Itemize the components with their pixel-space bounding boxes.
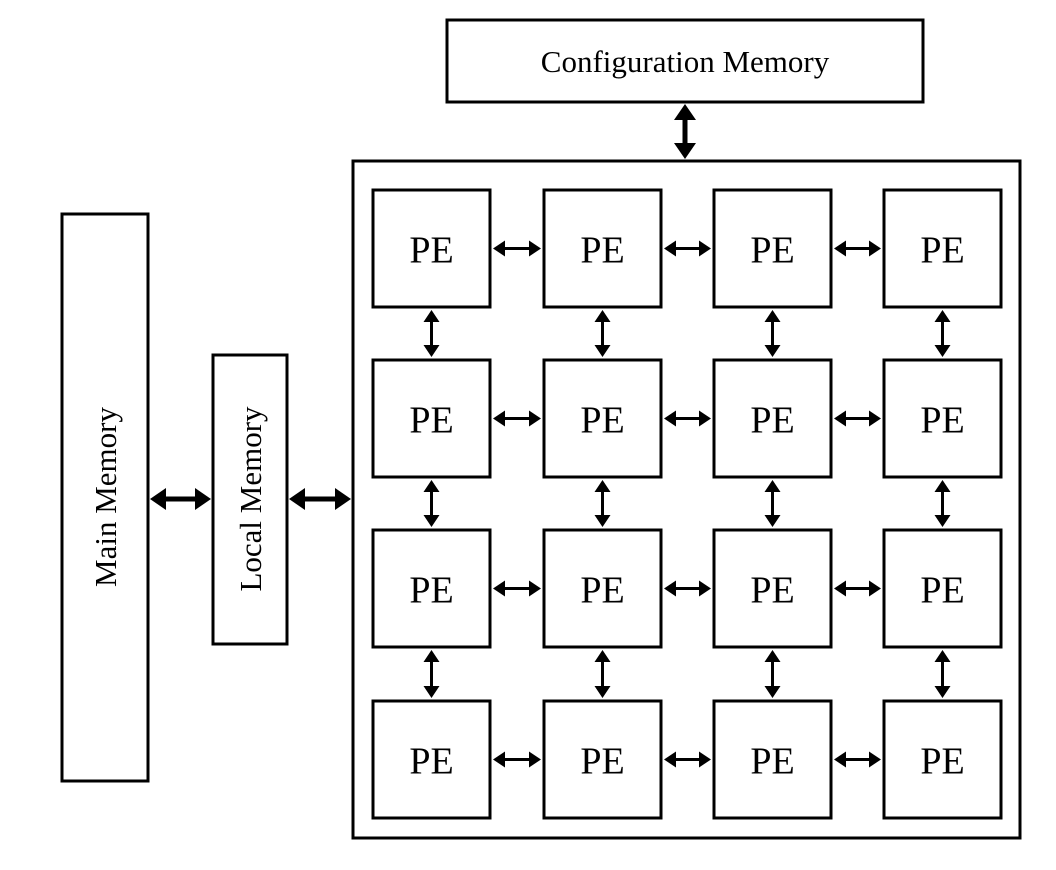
pe-label: PE: [409, 741, 453, 783]
pe-box: [371, 528, 492, 649]
pe-label: PE: [750, 570, 794, 612]
pe-r1-c4: PE: [882, 188, 1003, 309]
main-memory-label: Main Memory: [88, 407, 123, 587]
pe-box: [712, 699, 833, 820]
pe-r2-c4: PE: [882, 358, 1003, 479]
pe-label: PE: [580, 741, 624, 783]
pe-r4-c2: PE: [542, 699, 663, 820]
local-memory-to-array-arrow: [289, 488, 351, 510]
pe-link-v-c4-r1: [934, 310, 951, 357]
pe-label: PE: [409, 230, 453, 272]
pe-box: [371, 699, 492, 820]
pe-link-h-r3-c2: [664, 580, 711, 597]
pe-link-v-c1-r1: [423, 310, 440, 357]
pe-link-h-r2-c3: [834, 410, 881, 427]
config-memory-to-array-arrow: [674, 104, 696, 159]
pe-r2-c3: PE: [712, 358, 833, 479]
pe-label: PE: [920, 230, 964, 272]
pe-r4-c1: PE: [371, 699, 492, 820]
pe-box: [371, 358, 492, 479]
pe-link-v-c2-r1: [594, 310, 611, 357]
pe-link-h-r3-c3: [834, 580, 881, 597]
pe-label: PE: [750, 230, 794, 272]
pe-link-h-r4-c3: [834, 751, 881, 768]
local-memory-box: [211, 353, 289, 646]
local-memory-label: Local Memory: [233, 406, 268, 592]
pe-link-v-c4-r3: [934, 650, 951, 698]
pe-r3-c3: PE: [712, 528, 833, 649]
configuration-memory-box: [445, 18, 925, 104]
pe-box: [542, 528, 663, 649]
pe-box: [712, 358, 833, 479]
pe-label: PE: [920, 570, 964, 612]
pe-box: [371, 188, 492, 309]
connection-arrows: [150, 104, 951, 768]
pe-box: [542, 358, 663, 479]
pe-label: PE: [580, 570, 624, 612]
pe-link-h-r1-c2: [664, 240, 711, 257]
pe-box: [712, 528, 833, 649]
pe-r1-c1: PE: [371, 188, 492, 309]
pe-label: PE: [409, 400, 453, 442]
pe-r3-c1: PE: [371, 528, 492, 649]
pe-link-h-r1-c3: [834, 240, 881, 257]
main-to-local-memory-arrow: [150, 488, 211, 510]
pe-r3-c4: PE: [882, 528, 1003, 649]
pe-label: PE: [409, 570, 453, 612]
pe-box: [882, 188, 1003, 309]
pe-box: [882, 358, 1003, 479]
pe-r1-c3: PE: [712, 188, 833, 309]
pe-link-v-c4-r2: [934, 480, 951, 527]
pe-link-v-c3-r1: [764, 310, 781, 357]
pe-link-v-c1-r3: [423, 650, 440, 698]
pe-link-v-c2-r2: [594, 480, 611, 527]
pe-grid: PE PE PE PE PE PE PE PE PE PE PE PE PE PE PE PE: [371, 188, 1003, 820]
pe-label: PE: [920, 400, 964, 442]
pe-link-v-c3-r2: [764, 480, 781, 527]
pe-label: PE: [750, 400, 794, 442]
pe-label: PE: [920, 741, 964, 783]
pe-r2-c1: PE: [371, 358, 492, 479]
pe-box: [542, 188, 663, 309]
main-memory-block: Main Memory: [60, 212, 150, 783]
configuration-memory-block: Configuration Memory: [445, 18, 925, 104]
pe-label: PE: [750, 741, 794, 783]
local-memory-block: Local Memory: [211, 353, 289, 646]
pe-link-h-r4-c2: [664, 751, 711, 768]
pe-box: [712, 188, 833, 309]
pe-link-h-r3-c1: [493, 580, 541, 597]
pe-box: [542, 699, 663, 820]
pe-r2-c2: PE: [542, 358, 663, 479]
pe-r3-c2: PE: [542, 528, 663, 649]
pe-link-h-r2-c1: [493, 410, 541, 427]
pe-link-v-c1-r2: [423, 480, 440, 527]
configuration-memory-label: Configuration Memory: [541, 44, 830, 79]
pe-label: PE: [580, 230, 624, 272]
pe-link-h-r4-c1: [493, 751, 541, 768]
pe-link-v-c2-r3: [594, 650, 611, 698]
pe-link-h-r1-c1: [493, 240, 541, 257]
pe-link-h-r2-c2: [664, 410, 711, 427]
pe-box: [882, 699, 1003, 820]
pe-r1-c2: PE: [542, 188, 663, 309]
pe-label: PE: [580, 400, 624, 442]
pe-box: [882, 528, 1003, 649]
pe-link-v-c3-r3: [764, 650, 781, 698]
pe-r4-c4: PE: [882, 699, 1003, 820]
main-memory-box: [60, 212, 150, 783]
pe-r4-c3: PE: [712, 699, 833, 820]
